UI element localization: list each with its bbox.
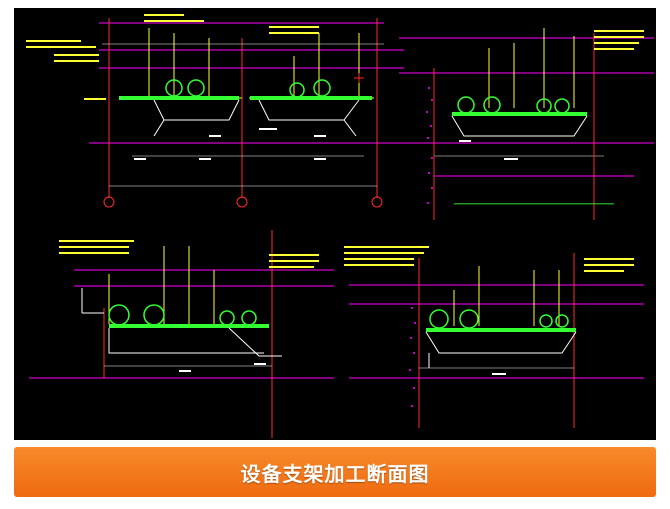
section-top-left: [26, 14, 404, 208]
section-top-right: [399, 28, 654, 220]
caption-title: 设备支架加工断面图: [240, 461, 430, 486]
section-bottom-right: [344, 246, 644, 428]
cad-drawing-canvas: [26, 14, 654, 438]
cad-drawing-area: [14, 8, 656, 440]
section-bottom-left: [29, 230, 334, 438]
caption-banner: 设备支架加工断面图: [14, 447, 656, 497]
